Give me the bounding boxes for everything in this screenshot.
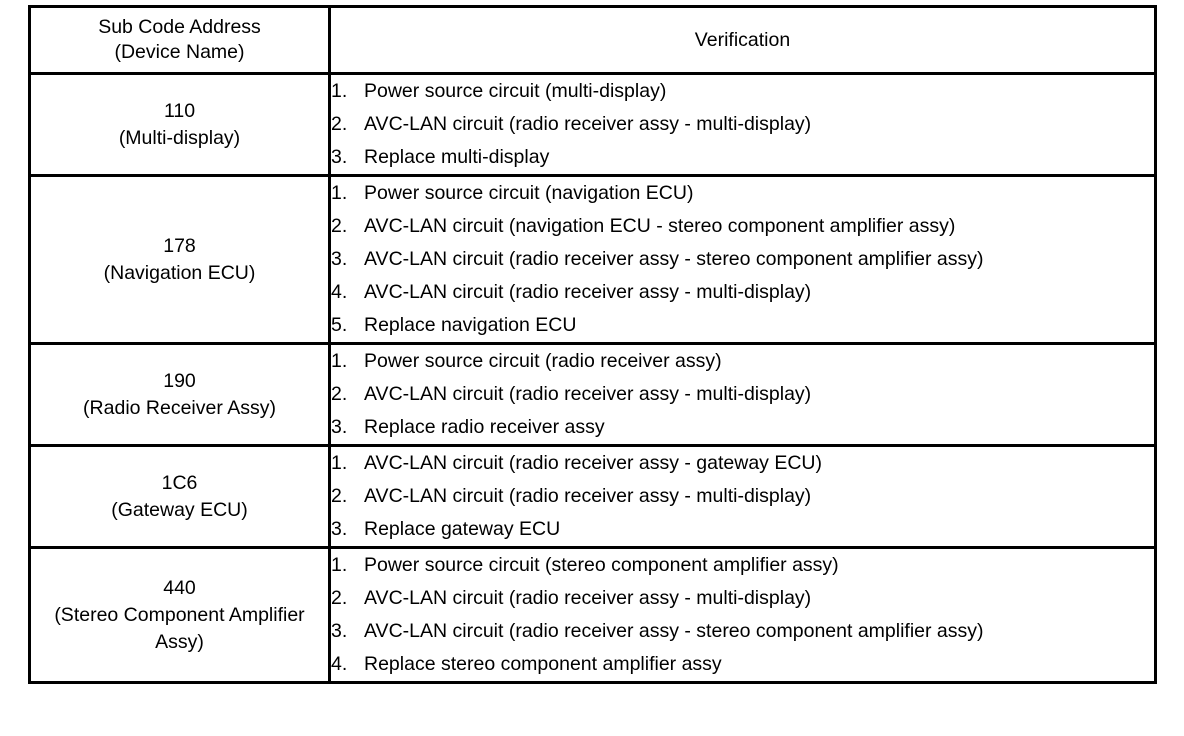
- verification-item-text: AVC-LAN circuit (radio receiver assy - s…: [364, 248, 984, 270]
- verification-item-number: 2.: [331, 113, 348, 135]
- verification-item: 1. Power source circuit (stereo componen…: [331, 549, 1154, 582]
- column-header-sub-code-address: Sub Code Address (Device Name): [28, 5, 331, 75]
- verification-item-text: AVC-LAN circuit (radio receiver assy - m…: [364, 113, 812, 135]
- table-body: 110 (Multi-display) 1. Power source circ…: [28, 72, 1157, 684]
- cell-sub-code-address: 178 (Navigation ECU): [28, 174, 331, 345]
- verification-item-number: 3.: [331, 146, 348, 168]
- verification-item-text: AVC-LAN circuit (radio receiver assy - m…: [364, 587, 812, 609]
- cell-sub-code-address: 110 (Multi-display): [28, 72, 331, 177]
- sub-code-value: 110: [163, 99, 196, 122]
- device-name-value: (Gateway ECU): [111, 498, 248, 521]
- verification-item: 2. AVC-LAN circuit (radio receiver assy …: [331, 108, 1154, 141]
- verification-list: 1. Power source circuit (multi-display) …: [331, 75, 1154, 174]
- verification-item-number: 2.: [331, 485, 348, 507]
- cell-verification: 1. Power source circuit (stereo componen…: [328, 546, 1157, 684]
- verification-item: 2. AVC-LAN circuit (navigation ECU - ste…: [331, 210, 1154, 243]
- verification-item: 2. AVC-LAN circuit (radio receiver assy …: [331, 480, 1154, 513]
- table-row: 440 (Stereo Component Amplifier Assy) 1.…: [28, 546, 1157, 684]
- verification-item-number: 1.: [331, 182, 348, 204]
- verification-item-text: Power source circuit (navigation ECU): [364, 182, 694, 204]
- device-name-value: (Navigation ECU): [103, 261, 256, 284]
- sub-code-address-verification-table: Sub Code Address (Device Name) Verificat…: [28, 5, 1157, 684]
- verification-item: 2. AVC-LAN circuit (radio receiver assy …: [331, 582, 1154, 615]
- verification-item-text: Replace stereo component amplifier assy: [364, 653, 722, 675]
- table-header: Sub Code Address (Device Name) Verificat…: [28, 5, 1157, 75]
- verification-item: 1. Power source circuit (radio receiver …: [331, 345, 1154, 378]
- verification-item-text: AVC-LAN circuit (radio receiver assy - s…: [364, 620, 984, 642]
- table-row: 110 (Multi-display) 1. Power source circ…: [28, 72, 1157, 177]
- verification-item-number: 1.: [331, 554, 348, 576]
- verification-item-number: 3.: [331, 416, 348, 438]
- cell-verification: 1. AVC-LAN circuit (radio receiver assy …: [328, 444, 1157, 549]
- verification-item-text: Replace navigation ECU: [364, 314, 577, 336]
- table-row: 190 (Radio Receiver Assy) 1. Power sourc…: [28, 342, 1157, 447]
- sub-code-value: 1C6: [161, 471, 198, 494]
- verification-item: 3. AVC-LAN circuit (radio receiver assy …: [331, 615, 1154, 648]
- sub-code-value: 440: [163, 576, 196, 599]
- verification-item-text: Replace multi-display: [364, 146, 550, 168]
- column-header-verification: Verification: [328, 5, 1157, 75]
- verification-item-text: AVC-LAN circuit (radio receiver assy - g…: [364, 452, 823, 474]
- verification-item-text: Replace radio receiver assy: [364, 416, 605, 438]
- cell-sub-code-address: 190 (Radio Receiver Assy): [28, 342, 331, 447]
- device-name-value: (Multi-display): [118, 126, 241, 149]
- cell-sub-code-address: 1C6 (Gateway ECU): [28, 444, 331, 549]
- verification-item: 4. Replace stereo component amplifier as…: [331, 648, 1154, 681]
- verification-item-text: AVC-LAN circuit (radio receiver assy - m…: [364, 281, 812, 303]
- verification-item-number: 3.: [331, 620, 348, 642]
- column-header-line-1: Sub Code Address: [98, 16, 261, 38]
- verification-item-number: 2.: [331, 215, 348, 237]
- verification-item-number: 1.: [331, 80, 348, 102]
- verification-item-text: Power source circuit (multi-display): [364, 80, 667, 102]
- verification-list: 1. Power source circuit (navigation ECU)…: [331, 177, 1154, 342]
- verification-item: 3. Replace gateway ECU: [331, 513, 1154, 546]
- verification-item: 1. Power source circuit (navigation ECU): [331, 177, 1154, 210]
- table-row: 178 (Navigation ECU) 1. Power source cir…: [28, 174, 1157, 345]
- verification-list: 1. AVC-LAN circuit (radio receiver assy …: [331, 447, 1154, 546]
- verification-item-text: AVC-LAN circuit (radio receiver assy - m…: [364, 383, 812, 405]
- verification-item-number: 3.: [331, 518, 348, 540]
- cell-sub-code-address: 440 (Stereo Component Amplifier Assy): [28, 546, 331, 684]
- table-header-row: Sub Code Address (Device Name) Verificat…: [28, 5, 1157, 75]
- verification-item: 2. AVC-LAN circuit (radio receiver assy …: [331, 378, 1154, 411]
- verification-list: 1. Power source circuit (stereo componen…: [331, 549, 1154, 681]
- sub-code-value: 178: [163, 234, 196, 257]
- device-name-value: (Radio Receiver Assy): [83, 396, 276, 419]
- verification-item: 3. Replace multi-display: [331, 141, 1154, 174]
- verification-item-number: 3.: [331, 248, 348, 270]
- verification-item-number: 5.: [331, 314, 348, 336]
- verification-item-number: 4.: [331, 653, 348, 675]
- column-header-line-2: (Device Name): [114, 41, 245, 63]
- verification-item-text: Replace gateway ECU: [364, 518, 561, 540]
- table-row: 1C6 (Gateway ECU) 1. AVC-LAN circuit (ra…: [28, 444, 1157, 549]
- verification-item-text: Power source circuit (radio receiver ass…: [364, 350, 722, 372]
- device-name-value-line-2: Assy): [155, 630, 204, 653]
- verification-item: 5. Replace navigation ECU: [331, 309, 1154, 342]
- verification-item: 3. Replace radio receiver assy: [331, 411, 1154, 444]
- verification-item-text: AVC-LAN circuit (radio receiver assy - m…: [364, 485, 812, 507]
- cell-verification: 1. Power source circuit (radio receiver …: [328, 342, 1157, 447]
- cell-verification: 1. Power source circuit (multi-display) …: [328, 72, 1157, 177]
- verification-item: 1. Power source circuit (multi-display): [331, 75, 1154, 108]
- verification-list: 1. Power source circuit (radio receiver …: [331, 345, 1154, 444]
- verification-item-number: 1.: [331, 452, 348, 474]
- verification-item-text: Power source circuit (stereo component a…: [364, 554, 839, 576]
- verification-item-number: 2.: [331, 587, 348, 609]
- verification-item-number: 1.: [331, 350, 348, 372]
- cell-verification: 1. Power source circuit (navigation ECU)…: [328, 174, 1157, 345]
- verification-item-number: 4.: [331, 281, 348, 303]
- verification-item: 3. AVC-LAN circuit (radio receiver assy …: [331, 243, 1154, 276]
- sub-code-value: 190: [163, 369, 196, 392]
- verification-item-number: 2.: [331, 383, 348, 405]
- verification-item: 1. AVC-LAN circuit (radio receiver assy …: [331, 447, 1154, 480]
- verification-item: 4. AVC-LAN circuit (radio receiver assy …: [331, 276, 1154, 309]
- verification-item-text: AVC-LAN circuit (navigation ECU - stereo…: [364, 215, 956, 237]
- device-name-value: (Stereo Component Amplifier: [54, 603, 305, 626]
